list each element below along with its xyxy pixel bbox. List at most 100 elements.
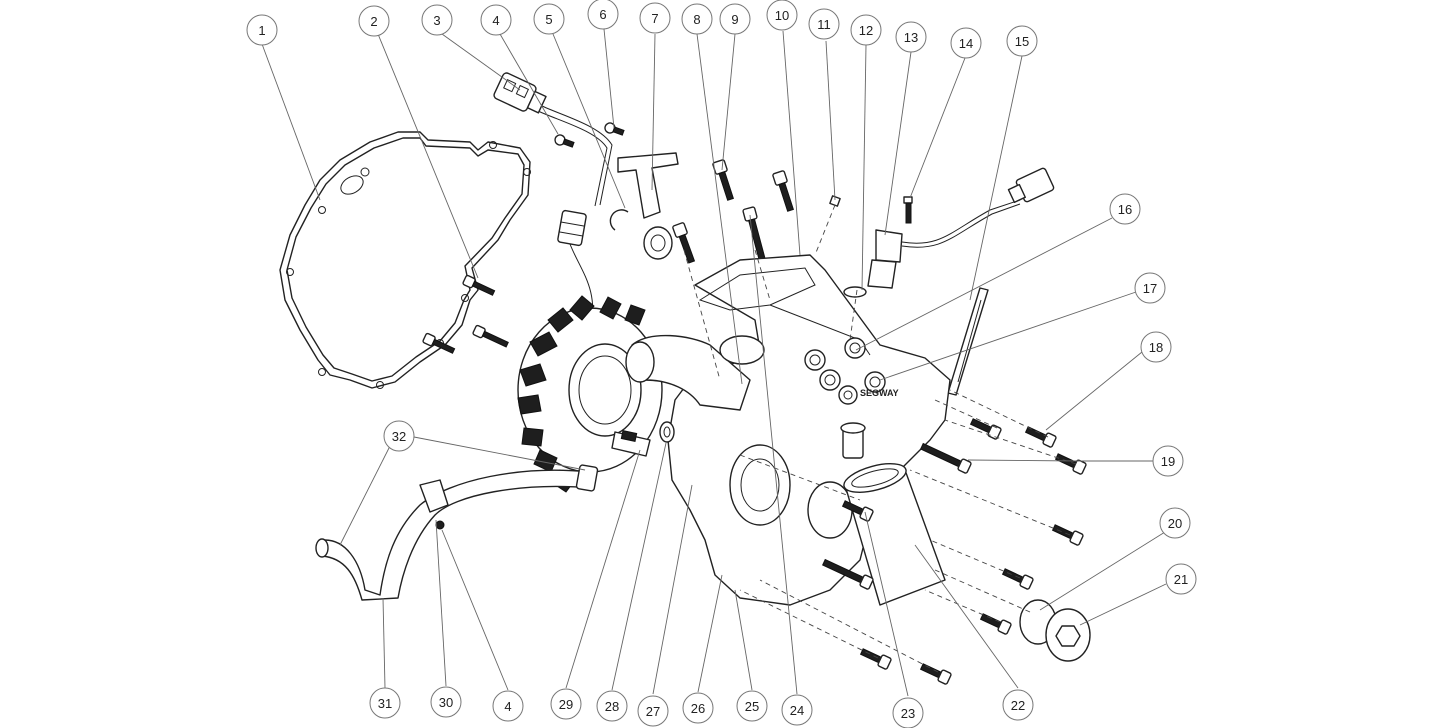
callout-6: 6 [587,0,619,30]
callout-12: 12 [850,14,882,46]
callout-4: 4 [480,4,512,36]
callout-circle [480,4,512,36]
callout-number: 6 [599,7,606,22]
callout-circle [369,687,401,719]
callout-number: 26 [691,701,705,716]
callout-27: 27 [637,695,669,727]
callout-circle [1002,689,1034,721]
callout-number: 21 [1174,572,1188,587]
cover-bolts [422,274,509,354]
callout-number: 16 [1118,202,1132,217]
callout-22: 22 [1002,689,1034,721]
callout-number: 19 [1161,454,1175,469]
callout-15: 15 [1006,25,1038,57]
callout-circle [766,0,798,31]
callout-number: 31 [378,696,392,711]
cover-top-bolts [672,159,841,264]
leader-lines [261,28,1167,697]
callout-number: 7 [651,11,658,26]
callout-13: 13 [895,21,927,53]
cover-gasket [279,131,531,389]
callout-number: 2 [370,14,377,29]
callout-number: 13 [904,30,918,45]
callout-circle [430,686,462,718]
o-ring [843,286,867,298]
callout-circle [1140,331,1172,363]
callout-28: 28 [596,690,628,722]
callout-number: 8 [693,12,700,27]
callout-circle [1134,272,1166,304]
callout-circle [895,21,927,53]
stator-connector-harness [493,72,613,331]
callout-circle [719,3,751,35]
callout-31: 31 [369,687,401,719]
callout-circle [639,2,671,34]
callout-number: 11 [817,17,831,32]
callout-3: 3 [421,4,453,36]
callout-number: 25 [745,699,759,714]
callout-number: 10 [775,8,789,23]
callout-number: 1 [258,23,265,38]
callout-number: 23 [901,706,915,721]
callout-26: 26 [682,692,714,724]
small-screws [554,122,625,148]
callout-circle [358,5,390,37]
callout-circle [596,690,628,722]
callout-circle [1006,25,1038,57]
callout-29: 29 [550,688,582,720]
coolant-hose [315,464,599,601]
callout-circle [1159,507,1191,539]
circlip-bracket-seal [609,152,679,260]
callout-5: 5 [533,3,565,35]
callout-circle [492,690,524,722]
callout-circle [587,0,619,30]
callout-circle [892,697,924,728]
brand-logo-text: SEGWAY [860,388,899,398]
callout-number: 32 [392,429,406,444]
callout-32: 32 [383,420,415,452]
engine-cover-housing: SEGWAY [625,254,951,606]
callout-16: 16 [1109,193,1141,225]
callout-circle [736,690,768,722]
callout-30: 30 [430,686,462,718]
callout-8: 8 [681,3,713,35]
callout-number: 4 [504,699,511,714]
callout-18: 18 [1140,331,1172,363]
callout-number: 20 [1168,516,1182,531]
callout-17: 17 [1134,272,1166,304]
speed-sensor [867,167,1055,289]
callout-11: 11 [808,8,840,40]
callout-circle [550,688,582,720]
callout-circle [421,4,453,36]
callout-number: 30 [439,695,453,710]
callout-circle [950,27,982,59]
callout-circle [682,692,714,724]
callout-24: 24 [781,694,813,726]
callout-number: 12 [859,23,873,38]
callout-number: 28 [605,699,619,714]
callout-number: 22 [1011,698,1025,713]
timing-plate [947,287,989,396]
callout-number: 15 [1015,34,1029,49]
stator [517,295,663,493]
callout-number: 17 [1143,281,1157,296]
callout-20: 20 [1159,507,1191,539]
callout-circle [533,3,565,35]
callout-circle [1109,193,1141,225]
callout-circle [681,3,713,35]
callout-number: 24 [790,703,804,718]
callout-circle [808,8,840,40]
callout-circle [637,695,669,727]
callout-7: 7 [639,2,671,34]
callout-1: 1 [246,14,278,46]
callout-number: 27 [646,704,660,719]
callout-circle [383,420,415,452]
callout-circle [781,694,813,726]
oil-filter [843,463,946,606]
callout-23: 23 [892,697,924,728]
callout-circle [850,14,882,46]
callout-number: 4 [492,13,499,28]
callout-19: 19 [1152,445,1184,477]
